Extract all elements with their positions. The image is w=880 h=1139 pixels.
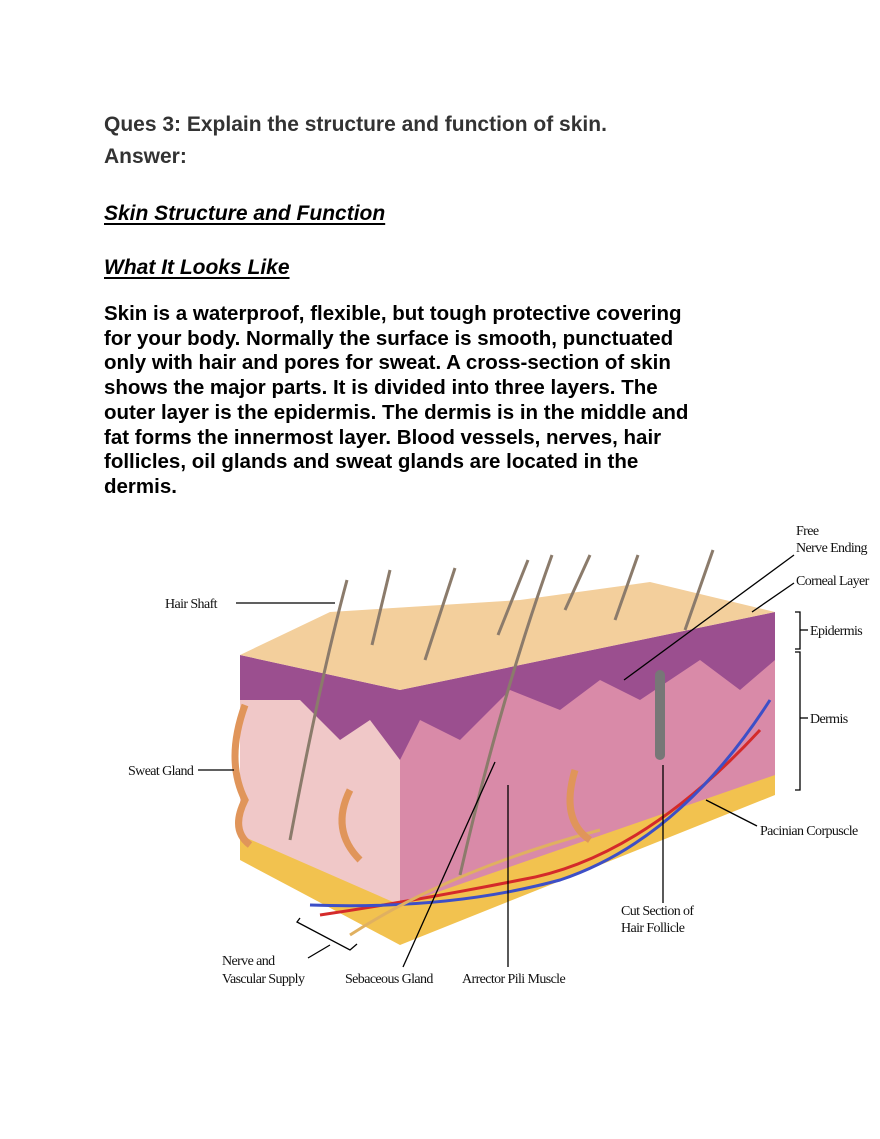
label-cut-section: Hair Follicle	[621, 921, 685, 936]
paragraph-line: Skin is a waterproof, flexible, but toug…	[104, 302, 682, 325]
answer-label: Answer:	[104, 145, 187, 168]
label-hair-shaft: Hair Shaft	[165, 597, 218, 612]
leader-lines	[198, 554, 808, 968]
label-sebaceous-gland: Sebaceous Gland	[345, 972, 433, 987]
body-paragraph: Skin is a waterproof, flexible, but toug…	[104, 302, 688, 500]
label-pacinian-corpuscle: Pacinian Corpuscle	[760, 824, 858, 839]
paragraph-line: follicles, oil glands and sweat glands a…	[104, 450, 639, 474]
skin-surface	[240, 582, 775, 690]
heading-main: Skin Structure and Function	[104, 202, 386, 225]
label-corneal-layer: Corneal Layer	[796, 574, 870, 589]
label-cut-section: Cut Section of	[621, 904, 694, 919]
fat-layer	[240, 770, 775, 945]
paragraph-line: for your body. Normally the surface is s…	[104, 326, 674, 350]
label-dermis: Dermis	[810, 712, 848, 727]
paragraph-line: dermis.	[104, 474, 177, 498]
label-nerve-vascular-supply: Nerve and	[222, 954, 275, 969]
hair-shafts	[288, 549, 715, 876]
blood-vessels	[309, 699, 772, 937]
epidermis-layer	[400, 612, 775, 760]
paragraph-line: only with hair and pores for sweat. A cr…	[104, 351, 671, 375]
label-arrector-pili-muscle: Arrector Pili Muscle	[462, 972, 565, 987]
heading-sub: What It Looks Like	[104, 256, 290, 279]
label-nerve-vascular-supply: Vascular Supply	[222, 972, 305, 987]
paragraph-line: shows the major parts. It is divided int…	[104, 376, 658, 400]
label-epidermis: Epidermis	[810, 624, 862, 639]
label-sweat-gland: Sweat Gland	[128, 764, 194, 779]
cut-hair-follicle	[655, 670, 665, 760]
sweat-glands	[231, 703, 593, 863]
label-free-nerve-ending: Nerve Ending	[796, 541, 868, 556]
paragraph-line: fat forms the innermost layer. Blood ves…	[104, 425, 662, 449]
label-free-nerve-ending: Free	[796, 524, 819, 539]
paragraph-line: outer layer is the epidermis. The dermis…	[104, 400, 689, 424]
question-text: Ques 3: Explain the structure and functi…	[104, 113, 607, 136]
